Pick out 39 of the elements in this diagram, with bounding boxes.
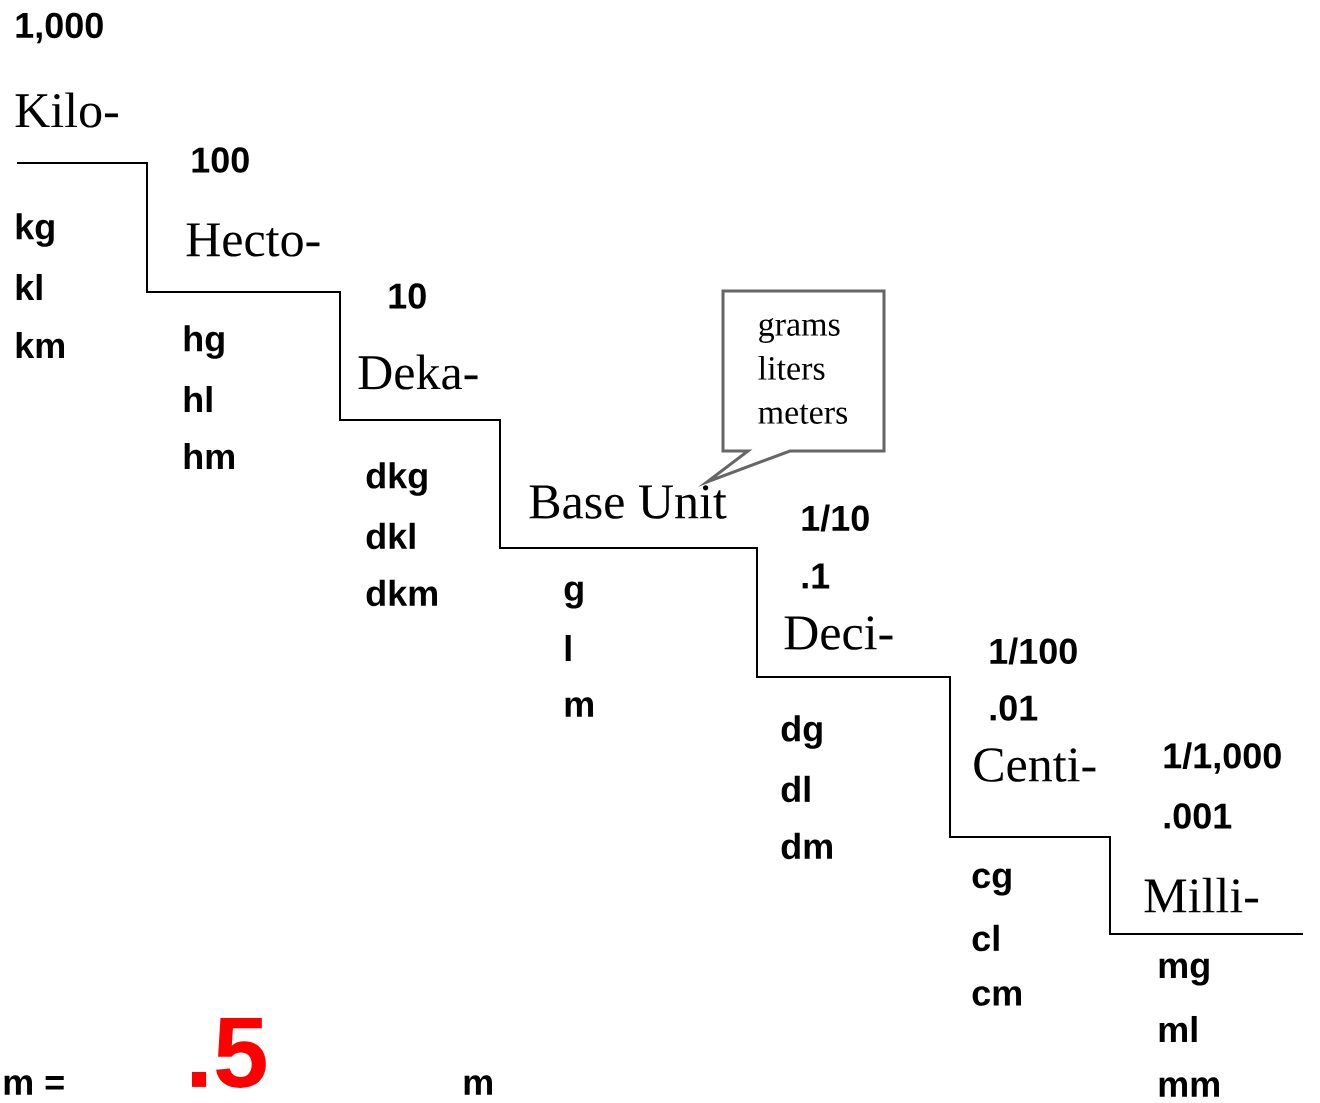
unit-abbreviation: m (565, 697, 593, 717)
unit-abbreviation: kl (16, 273, 42, 301)
unit-abbreviation: cg (972, 868, 1011, 896)
unit-abbreviation: dkm (366, 579, 437, 607)
prefix-label: Milli- (1144, 877, 1259, 913)
unit-abbreviation: dg (781, 715, 822, 749)
unit-abbreviation: g (564, 581, 583, 609)
unit-abbreviation: cm (972, 986, 1021, 1006)
scale-number: 100 (192, 147, 249, 173)
unit-abbreviation: l (565, 634, 571, 662)
unit-abbreviation: hl (184, 385, 212, 413)
unit-abbreviation: cl (972, 924, 999, 952)
scale-number: 1,000 (16, 12, 103, 44)
scale-number: 1/100 (990, 637, 1077, 665)
unit-abbreviation: mm (1159, 1077, 1219, 1097)
unit-abbreviation: dl (781, 775, 810, 803)
scale-number: .001 (1164, 803, 1232, 829)
answer-number: .5 (192, 1018, 266, 1088)
unit-abbreviation: dm (781, 832, 832, 860)
unit-abbreviation: mg (1159, 958, 1209, 986)
unit-abbreviation: hg (184, 325, 224, 359)
prefix-label: Hecto- (186, 223, 320, 257)
prefix-label: Kilo- (15, 92, 118, 128)
unit-abbreviation: m = (4, 1075, 64, 1095)
prefix-label: Base Unit (529, 485, 727, 519)
unit-abbreviation: dkg (366, 462, 427, 496)
prefix-label: Deka- (358, 354, 478, 390)
scale-number: .1 (802, 563, 830, 589)
prefix-label: Centi- (974, 748, 1096, 782)
scale-number: .01 (990, 695, 1038, 721)
unit-abbreviation: kg (16, 213, 54, 247)
scale-number: 10 (389, 283, 426, 309)
unit-abbreviation: hm (184, 442, 234, 470)
prefix-label: Deci- (784, 616, 893, 650)
unit-abbreviation: km (16, 331, 64, 359)
unit-abbreviation: dkl (366, 522, 415, 550)
scale-number: 1/1,000 (1164, 742, 1281, 774)
unit-abbreviation: m (464, 1075, 492, 1095)
unit-abbreviation: ml (1159, 1015, 1197, 1043)
